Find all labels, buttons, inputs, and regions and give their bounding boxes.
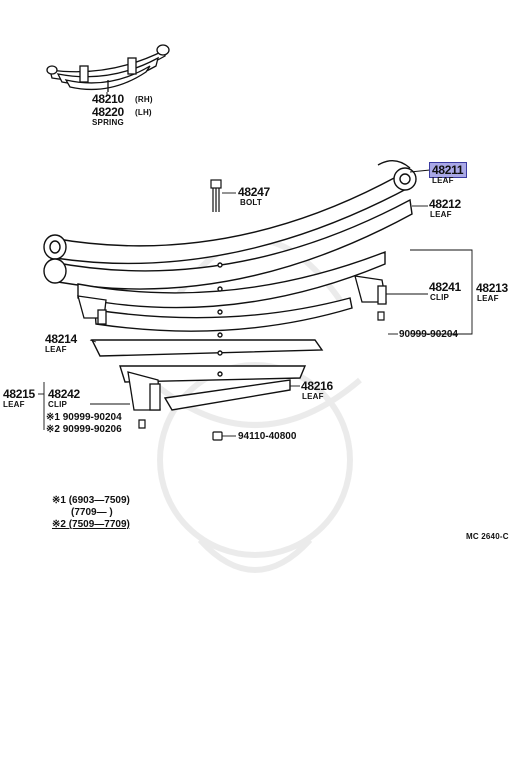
part-name-leaf-48211: LEAF: [432, 176, 454, 185]
part-number-note2-90999-90206: ※2 90999-90206: [46, 424, 122, 435]
part-name-leaf-48216: LEAF: [302, 392, 324, 401]
part-name-leaf-48213: LEAF: [477, 294, 499, 303]
part-number-48210: 48210: [92, 92, 124, 106]
part-name-leaf-48212: LEAF: [430, 210, 452, 219]
part-number-48215: 48215: [3, 387, 35, 401]
spring-assembly-thumbnail: [46, 44, 170, 92]
part-number-48241: 48241: [429, 280, 461, 294]
part-number-48212: 48212: [429, 197, 461, 211]
part-name-leaf-48215: LEAF: [3, 400, 25, 409]
clips: [77, 275, 387, 411]
footnote-1-continued: (7709— ): [71, 507, 113, 518]
part-name-clip-48242: CLIP: [48, 400, 68, 409]
footnote-1: ※1 (6903—7509): [52, 495, 130, 506]
part-number-48216: 48216: [301, 379, 333, 393]
leaf-pack: [43, 160, 417, 411]
part-name-leaf-48214: LEAF: [45, 345, 67, 354]
part-number-48220: 48220: [92, 105, 124, 119]
part-number-90999-90204: 90999-90204: [399, 329, 458, 340]
leader-lines: [38, 92, 473, 437]
part-number-48214: 48214: [45, 332, 77, 346]
part-name-spring: SPRING: [92, 118, 124, 127]
footnote-2: ※2 (7509—7709): [52, 519, 130, 530]
part-side-rh: (RH): [135, 95, 153, 104]
part-number-48211-highlighted[interactable]: 48211: [429, 162, 468, 178]
part-number-48247: 48247: [238, 185, 270, 199]
part-side-lh: (LH): [135, 108, 152, 117]
part-name-clip-48241: CLIP: [430, 293, 450, 302]
fasteners: [138, 179, 385, 441]
part-number-94110-40800: 94110-40800: [238, 431, 297, 442]
part-number-note1-90999-90204: ※1 90999-90204: [46, 412, 122, 423]
part-number-48213: 48213: [476, 281, 508, 295]
diagram-code: MC 2640-C: [466, 532, 509, 541]
part-name-bolt: BOLT: [240, 198, 262, 207]
part-number-48242: 48242: [48, 387, 80, 401]
